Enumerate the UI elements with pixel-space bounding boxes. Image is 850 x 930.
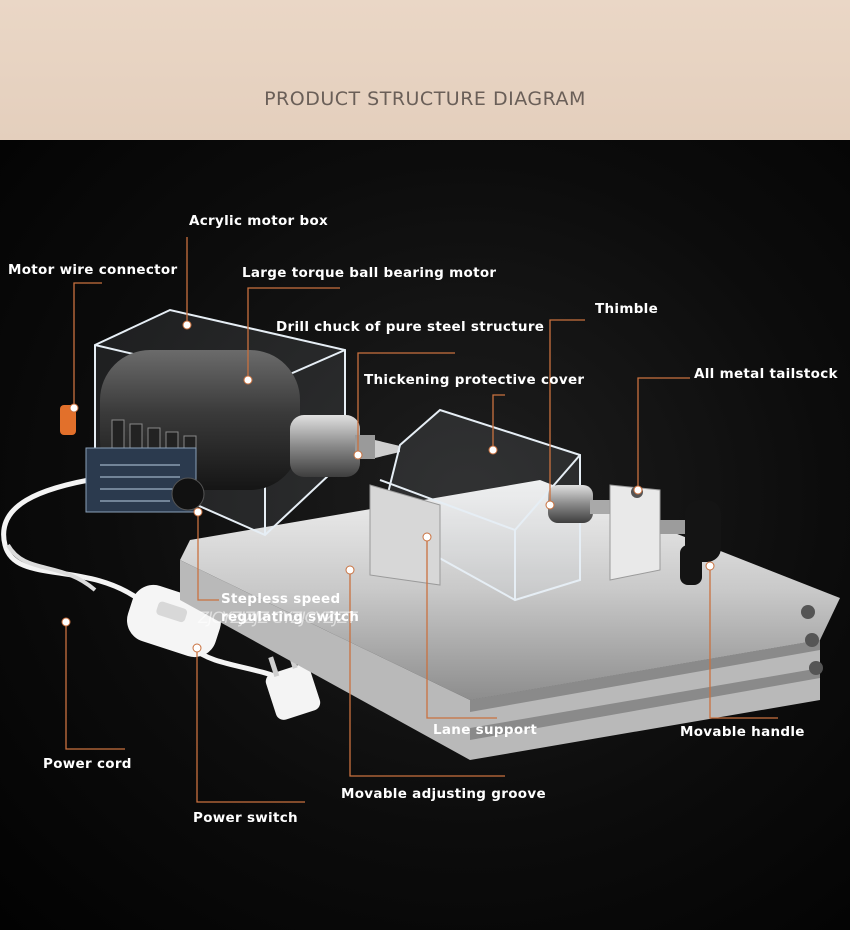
motor-wire-connector xyxy=(60,405,76,435)
label-thimble: Thimble xyxy=(595,301,659,317)
diagram-stage: ZJCYZJZJZ CYZJCYZJZT xyxy=(0,140,850,930)
header-banner: PRODUCT STRUCTURE DIAGRAM xyxy=(0,0,850,140)
label-power-cord: Power cord xyxy=(43,756,132,772)
label-drill-chuck: Drill chuck of pure steel structure xyxy=(276,319,545,335)
label-motor-wire-connector: Motor wire connector xyxy=(8,262,178,278)
label-large-torque-motor: Large torque ball bearing motor xyxy=(242,265,497,281)
label-thickening-cover: Thickening protective cover xyxy=(364,372,585,388)
label-movable-handle: Movable handle xyxy=(680,724,805,740)
watermark-text: ZJCYZJZJZ CYZJCYZJZT xyxy=(198,608,357,627)
label-all-metal-tailstock: All metal tailstock xyxy=(694,366,838,382)
label-lane-support: Lane support xyxy=(433,722,538,738)
page-title: PRODUCT STRUCTURE DIAGRAM xyxy=(264,88,586,110)
lathe-bed xyxy=(180,480,840,760)
lathe-illustration xyxy=(1,237,840,803)
label-movable-adjusting-groove: Movable adjusting groove xyxy=(341,786,546,802)
power-cord xyxy=(1,475,288,683)
label-power-switch: Power switch xyxy=(193,810,298,826)
tailstock xyxy=(548,484,661,581)
lane-support-block xyxy=(369,484,441,586)
label-acrylic-motor-box: Acrylic motor box xyxy=(189,213,329,229)
drill-chuck xyxy=(290,415,400,477)
label-stepless-speed-switch: Stepless speed regulating switch xyxy=(221,591,360,625)
motor xyxy=(85,350,300,513)
tailstock-handle xyxy=(660,500,721,585)
leader-dots xyxy=(61,320,715,653)
leader-lines xyxy=(65,237,778,803)
